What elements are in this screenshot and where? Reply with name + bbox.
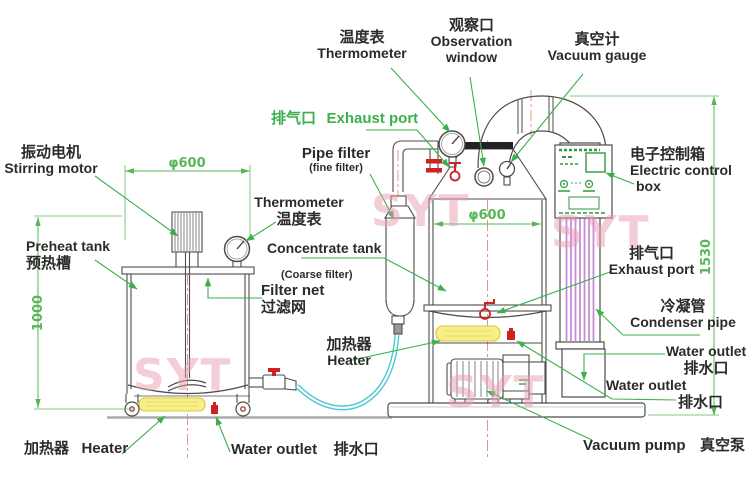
transfer-hose — [295, 334, 400, 411]
leader-stirring-motor — [94, 175, 179, 237]
observation-window-port — [474, 167, 494, 187]
label-exhaust-port-top: 排气口 Exhaust port — [271, 110, 419, 127]
label-vacuum-pump: Vacuum pump 真空泵 — [583, 437, 745, 454]
tank-drain-valve — [479, 299, 495, 320]
dimension-lines — [34, 95, 719, 416]
vacuum-pump — [446, 354, 546, 405]
pipe-union-clamp — [426, 159, 442, 164]
dim-preheat-height: 1000 — [31, 295, 46, 331]
electric-control-box — [554, 144, 613, 219]
label-observation-window: 观察口 Observation window — [430, 17, 513, 66]
leader-pipe-filter — [369, 173, 395, 220]
label-heater-concentrate: 加热器 Heater — [326, 336, 372, 369]
leader-exhaust-top — [416, 129, 450, 168]
dim-preheat-width: φ600 — [168, 156, 205, 171]
caster-right — [235, 394, 251, 417]
exhaust-valve-top — [449, 162, 461, 182]
preheat-water-outlet — [211, 402, 218, 414]
leader-concentrate-tank — [383, 257, 447, 292]
leader-thermometer-mid — [245, 221, 277, 242]
concentrate-tank-top — [387, 130, 646, 418]
leader-filter-net — [204, 277, 262, 299]
label-stirring-motor: 振动电机 Stirring motor — [4, 144, 98, 177]
tank-heater — [435, 325, 501, 342]
label-thermometer-top-zh: 温度表 — [339, 29, 385, 46]
vacuum-gauge-port — [498, 160, 516, 186]
leader-lines — [94, 67, 700, 455]
label-filter-net: (Coarse filter) Filter net 过滤网 — [261, 269, 353, 316]
watermark-1: SYT — [133, 350, 233, 401]
label-condenser-pipe: 冷凝管 Condenser pipe — [630, 298, 736, 331]
label-electric-control-box: 电子控制箱 Electric control box — [630, 146, 732, 195]
leader-exhaust-right — [496, 271, 611, 314]
preheat-heater — [138, 397, 206, 412]
watermark-4: SYT — [446, 367, 546, 418]
label-water-outlet-preheat: Water outlet 排水口 — [231, 441, 379, 458]
label-pipe-filter: Pipe filter (fine filter) — [301, 145, 371, 175]
leader-vacuum-pump — [486, 390, 593, 441]
dim-tank-width: φ600 — [468, 208, 505, 223]
leader-vacuum-gauge — [510, 73, 584, 163]
leader-observation-window — [469, 76, 486, 167]
label-water-outlet-concentrate: Water outlet 排水口 — [606, 377, 724, 411]
pipe-filter — [384, 140, 442, 335]
label-exhaust-port-right: 排气口 Exhaust port — [608, 245, 695, 278]
leader-water-outlet-condenser — [580, 353, 665, 381]
label-thermometer-top: 温度表 Thermometer — [303, 29, 421, 62]
base-plate — [387, 402, 646, 418]
leader-condenser-pipe — [595, 308, 700, 336]
leader-thermometer-top — [390, 67, 451, 133]
stirrer-propeller — [167, 379, 207, 392]
stirring-motor — [171, 211, 203, 269]
leader-water-outlet-bottom — [215, 416, 231, 453]
leader-water-outlet-tank — [516, 340, 677, 401]
leader-heater-mid — [347, 339, 441, 362]
label-vacuum-gauge: 真空计 Vacuum gauge — [547, 31, 647, 64]
label-concentrate-tank: Concentrate tank — [267, 240, 382, 256]
preheat-thermometer-gauge — [223, 235, 251, 269]
watermarks: SYT SYT SYT SYT — [133, 186, 651, 418]
label-thermometer-top-en: Thermometer — [317, 45, 407, 62]
label-thermometer-preheat: Thermometer 温度表 — [254, 194, 344, 228]
tank-water-outlet — [507, 328, 515, 340]
watermark-2: SYT — [371, 186, 471, 237]
leader-heater-bottom — [121, 415, 166, 455]
label-preheat-tank: Preheat tank 预热槽 — [26, 238, 111, 272]
dim-machine-height: 1530 — [699, 239, 714, 275]
tank-lid-bar — [451, 142, 513, 149]
leader-control-box — [605, 172, 635, 185]
label-heater-preheat: 加热器 Heater — [24, 440, 129, 457]
leader-preheat-tank — [94, 259, 138, 290]
label-water-outlet-condenser: Water outlet 排水口 — [665, 343, 747, 377]
watermark-3: SYT — [551, 207, 651, 258]
preheat-discharge-valve — [248, 368, 297, 391]
